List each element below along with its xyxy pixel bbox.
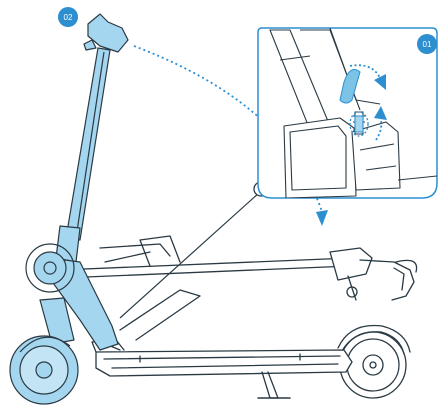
folded-handlebar bbox=[329, 247, 418, 301]
step-number-02: 02 bbox=[64, 13, 73, 22]
deck bbox=[91, 339, 353, 377]
step-badge-02: 02 bbox=[58, 7, 78, 27]
hinge-detail-inset bbox=[257, 27, 438, 199]
kickstand bbox=[261, 371, 279, 399]
release-lever bbox=[339, 69, 361, 104]
scooter-frame bbox=[59, 235, 418, 399]
rear-wheel bbox=[337, 324, 411, 399]
detail-connector-line bbox=[119, 191, 261, 319]
highlighted-stem bbox=[9, 13, 129, 405]
step-number-01: 01 bbox=[423, 40, 432, 49]
rotate-arrow-icon bbox=[349, 64, 381, 79]
step-badge-01: 01 bbox=[417, 34, 437, 54]
